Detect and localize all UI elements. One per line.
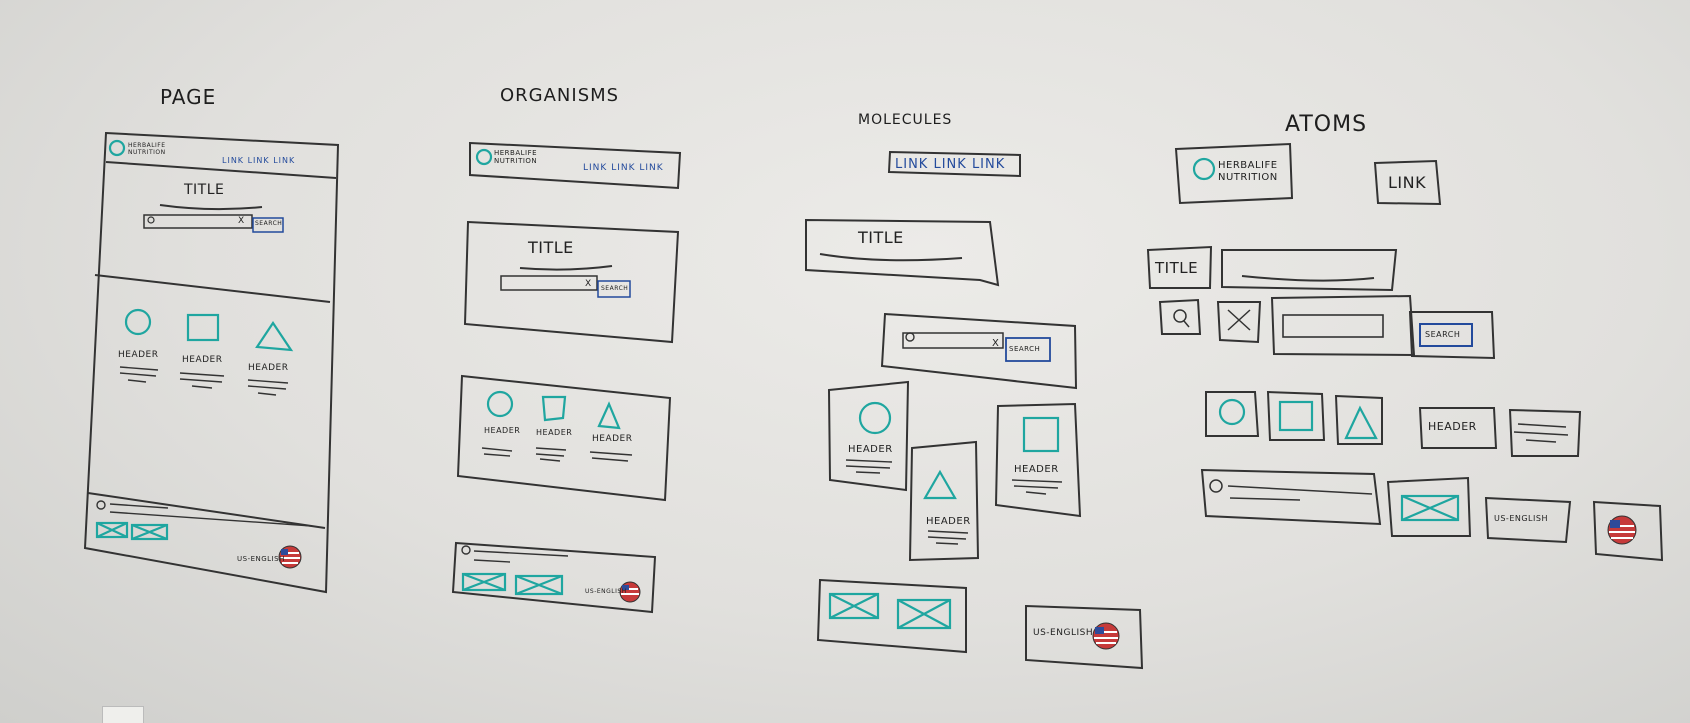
molecule-header-3: HEADER <box>1014 464 1059 475</box>
column-title-page: PAGE <box>160 85 217 109</box>
page-header-2: HEADER <box>182 355 223 365</box>
page-header-1: HEADER <box>118 350 159 360</box>
column-title-molecules: MOLECULES <box>858 112 953 128</box>
page-search-button: SEARCH <box>255 220 283 227</box>
organism-language: US-ENGLISH <box>585 588 627 595</box>
atom-header: HEADER <box>1428 420 1477 433</box>
page-language: US-ENGLISH <box>237 555 285 563</box>
column-title-organisms: ORGANISMS <box>500 85 620 106</box>
organism-title-text: TITLE <box>528 238 574 257</box>
wall-outlet <box>102 706 144 723</box>
atom-search-button: SEARCH <box>1425 330 1461 339</box>
molecule-header-2: HEADER <box>926 516 971 527</box>
column-title-atoms: ATOMS <box>1285 112 1368 137</box>
atom-title: TITLE <box>1155 259 1199 277</box>
organism-search-button: SEARCH <box>601 285 629 292</box>
molecule-clear-x: X <box>992 338 1000 349</box>
page-title-text: TITLE <box>184 182 225 198</box>
molecule-nav-links: LINK LINK LINK <box>895 157 1006 172</box>
organism-header-1: HEADER <box>484 426 521 435</box>
molecule-search-button: SEARCH <box>1009 345 1041 353</box>
molecule-header-1: HEADER <box>848 444 893 455</box>
molecule-language: US-ENGLISH <box>1033 628 1094 638</box>
organism-header-2: HEADER <box>536 428 573 437</box>
page-header-3: HEADER <box>248 363 289 373</box>
organism-clear-x: X <box>585 279 592 289</box>
page-nav-links: LINK LINK LINK <box>222 156 296 165</box>
molecule-title-text: TITLE <box>858 228 904 247</box>
page-clear-x: X <box>238 216 245 226</box>
atom-language: US-ENGLISH <box>1494 514 1548 523</box>
atom-link: LINK <box>1388 173 1427 192</box>
organism-nav-links: LINK LINK LINK <box>583 163 664 173</box>
organism-header-3: HEADER <box>592 434 633 444</box>
